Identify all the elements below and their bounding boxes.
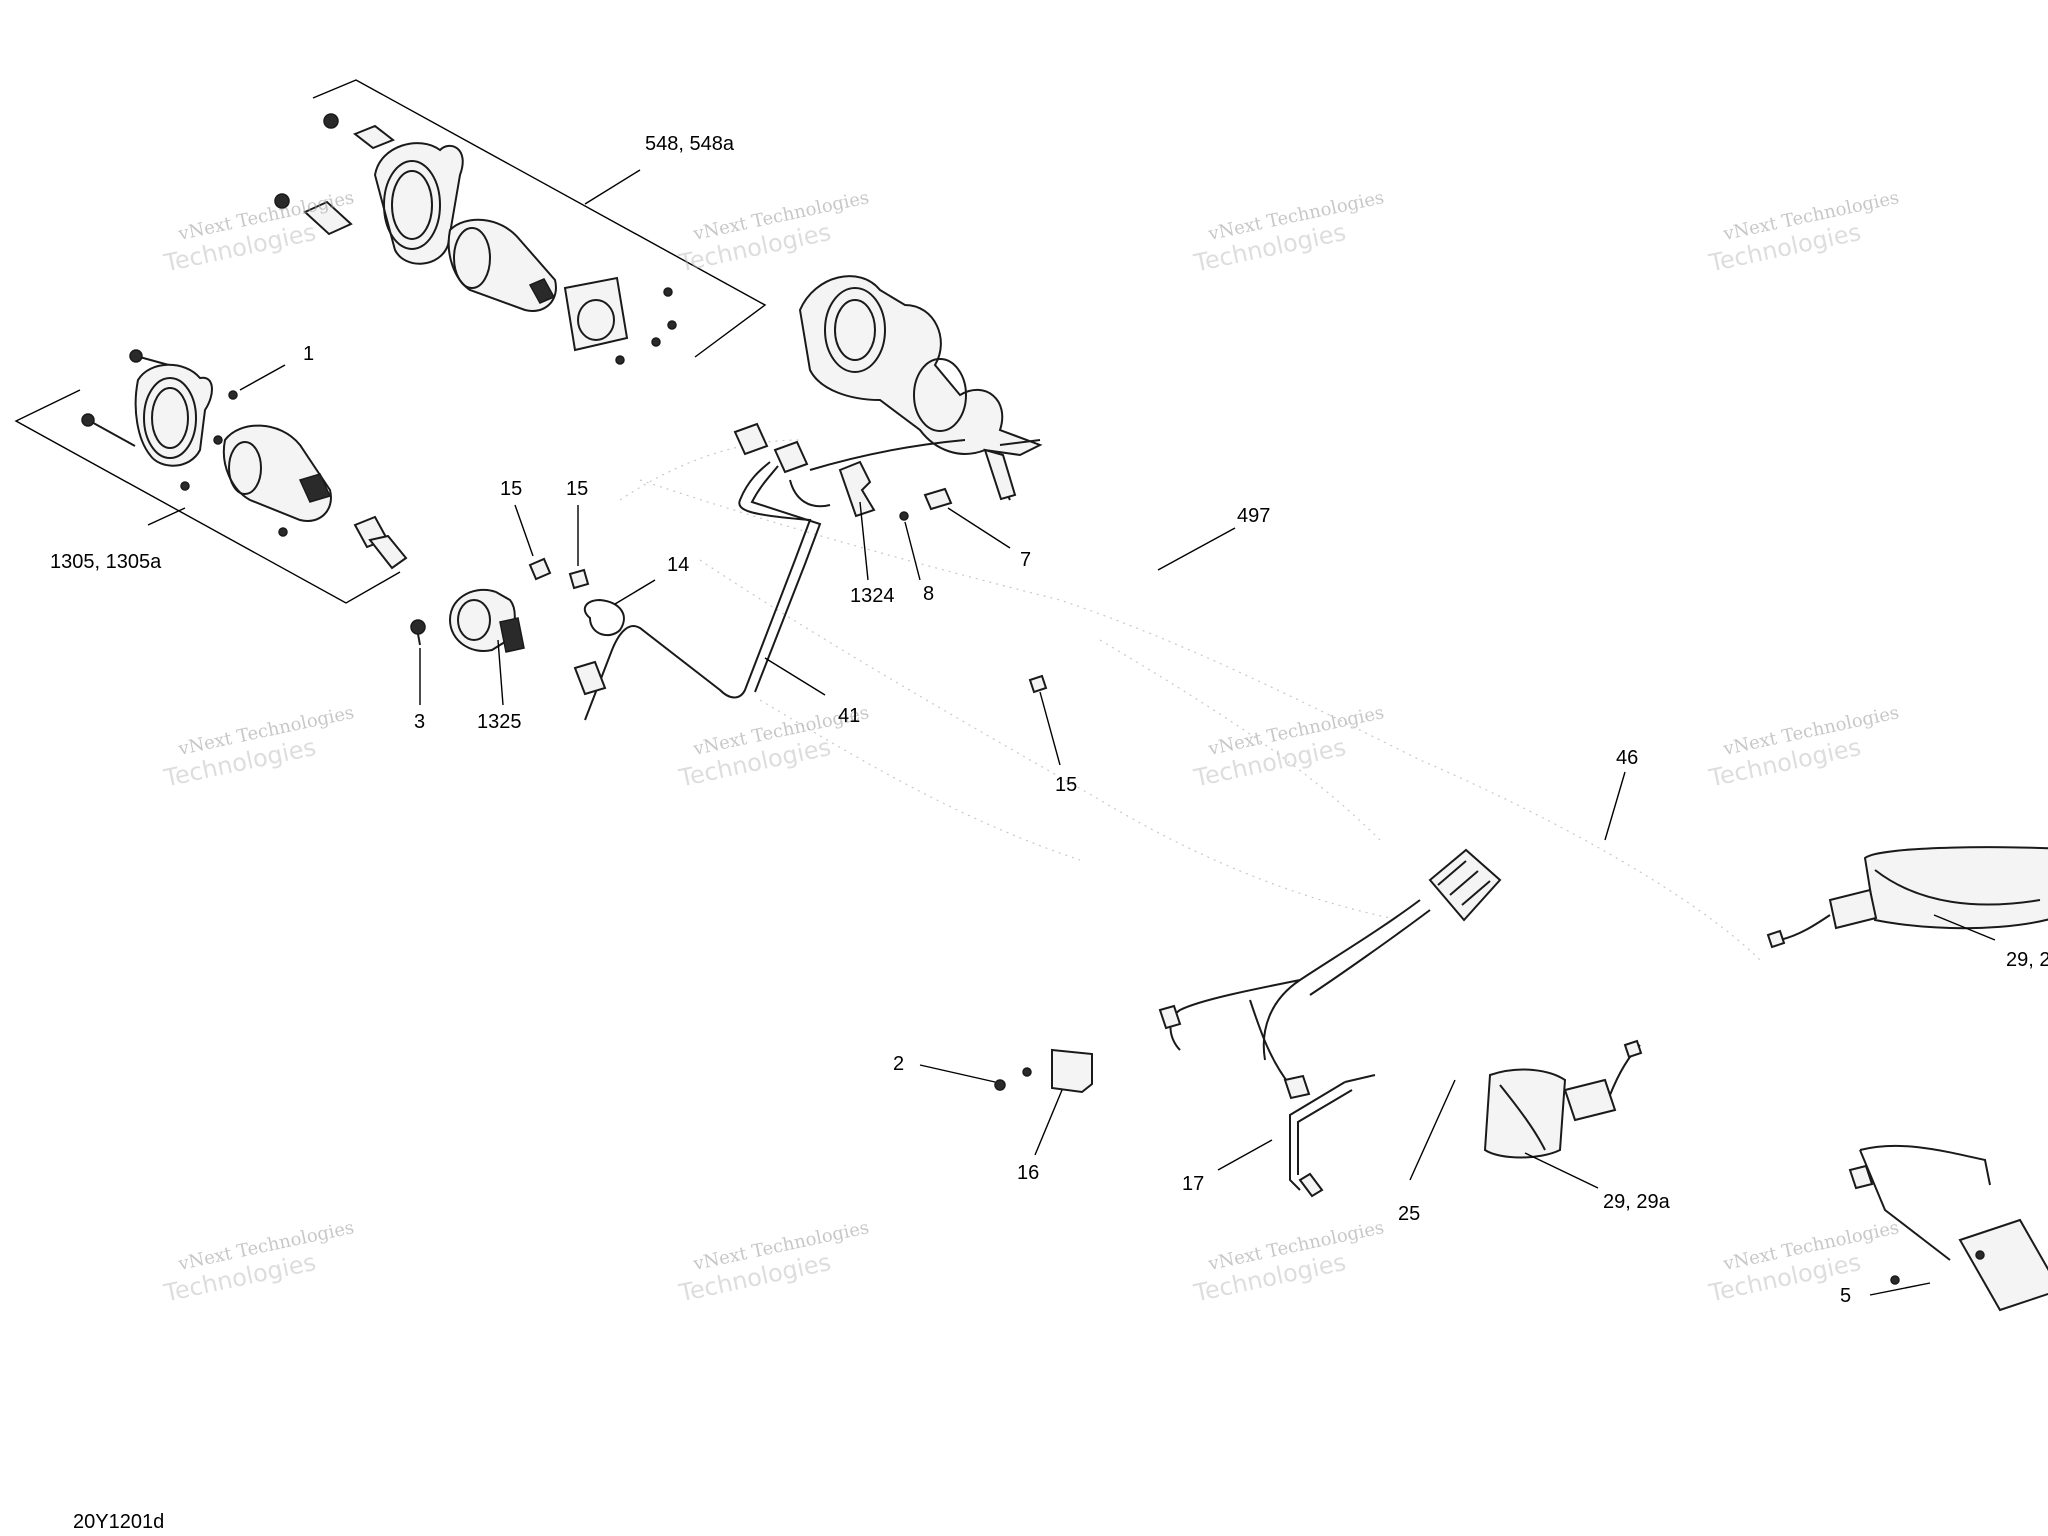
rear-harness-25: [1158, 771, 1626, 1181]
callout-15-right: 15: [1055, 774, 1077, 796]
watermark: vNext Technologies Technologies: [161, 1217, 356, 1307]
bracket-16: [919, 1048, 1093, 1156]
callout-29-upper: 29, 2: [2006, 949, 2048, 971]
callout-46: 46: [1616, 747, 1638, 769]
watermark: vNext Technologies Technologies: [1191, 187, 1386, 277]
watermark: vNext Technologies Technologies: [676, 1217, 871, 1307]
wiring-harness-41: [573, 422, 966, 721]
watermark: vNext Technologies Technologies: [1706, 187, 1901, 277]
callout-14: 14: [667, 554, 689, 576]
watermark: vNext Technologies Technologies: [1191, 702, 1386, 792]
license-light-assembly: [1848, 1144, 2048, 1312]
callout-25: 25: [1398, 1203, 1420, 1225]
callout-2: 2: [893, 1053, 904, 1075]
callout-41: 41: [838, 705, 860, 727]
callout-15-mid: 15: [566, 478, 588, 500]
watermark: vNext Technologies Technologies: [1706, 702, 1901, 792]
callout-548: 548, 548a: [645, 133, 735, 155]
watermarks: vNext Technologies Technologies vNext Te…: [161, 187, 1901, 1307]
watermark: vNext Technologies Technologies: [161, 702, 356, 792]
headlight-assembly-1305: [14, 349, 408, 604]
callout-8: 8: [923, 583, 934, 605]
callout-5: 5: [1840, 1285, 1851, 1307]
callout-16: 16: [1017, 1162, 1039, 1184]
callout-15-left: 15: [500, 478, 522, 500]
assembled-headlights: [798, 275, 1043, 501]
callout-1325: 1325: [477, 711, 522, 733]
watermark: vNext Technologies Technologies: [1191, 1217, 1386, 1307]
callout-497: 497: [1237, 505, 1270, 527]
callout-1324: 1324: [850, 585, 895, 607]
bracket-17: [1217, 1074, 1376, 1198]
small-parts-centre: [410, 460, 1236, 766]
diagram-code: 20Y1201d: [73, 1511, 164, 1533]
callout-3: 3: [414, 711, 425, 733]
headlight-assembly-548: [274, 79, 767, 365]
callout-17: 17: [1182, 1173, 1204, 1195]
watermark: vNext Technologies Technologies: [676, 187, 871, 277]
callout-7: 7: [1020, 549, 1031, 571]
callout-labels: 548, 548a 1 1305, 1305a 15 15 14 3 1325 …: [50, 133, 2048, 1533]
callout-1: 1: [303, 343, 314, 365]
callout-1305: 1305, 1305a: [50, 551, 162, 573]
turn-signal-upper: [1766, 846, 2048, 949]
callout-29-lower: 29, 29a: [1603, 1191, 1671, 1213]
turn-signal-lower: [1483, 1039, 1643, 1189]
vehicle-frame-ghost: [619, 439, 1761, 961]
